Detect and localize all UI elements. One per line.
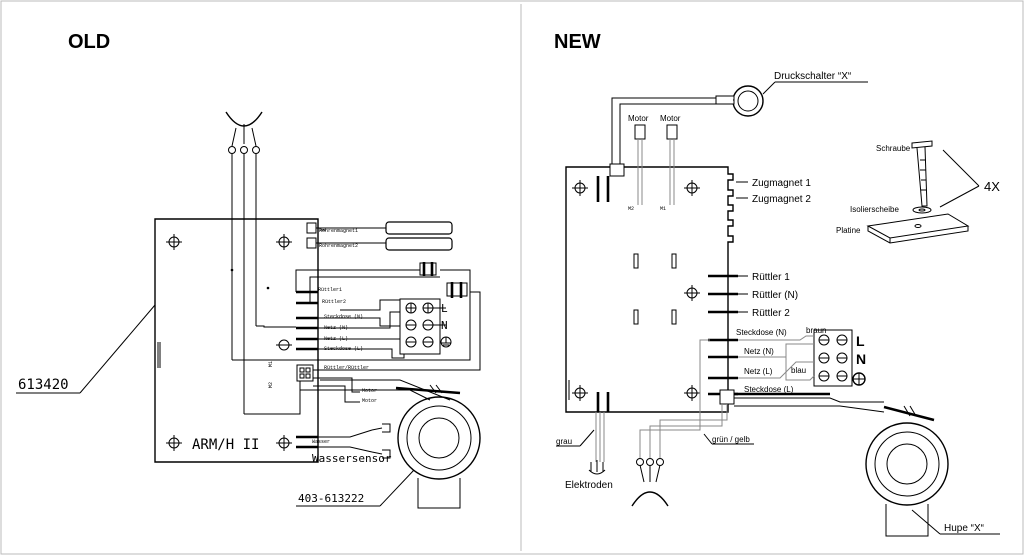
screw-terminal-icon — [836, 334, 848, 346]
mounting-hole-icon — [276, 234, 292, 250]
old-heading: OLD — [68, 31, 110, 53]
svg-text:M2: M2 — [268, 382, 274, 388]
label-grau: grau — [556, 437, 572, 446]
old-label-403: 403-613222 — [298, 492, 364, 505]
old-terminal-L: L — [441, 302, 448, 315]
svg-text:Motor: Motor — [660, 114, 681, 123]
label-netz-l: Netz (L) — [744, 367, 773, 376]
new-pressure-switch: Druckschalter “X“ — [611, 71, 868, 164]
svg-text:Motor: Motor — [362, 398, 377, 404]
screw-terminal-icon — [405, 336, 417, 348]
screw-terminal-icon — [422, 302, 434, 314]
mounting-hole-icon — [276, 435, 292, 451]
mounting-hole-icon — [572, 385, 588, 401]
new-motor-symbol — [631, 458, 669, 507]
new-motor-connectors: Motor Motor M2 M1 — [628, 114, 681, 212]
svg-text:Motor: Motor — [628, 114, 649, 123]
old-relay-components — [419, 262, 468, 298]
new-heading: NEW — [554, 31, 601, 53]
svg-text:Motor: Motor — [362, 388, 377, 394]
new-power-terminal-block: L N braun blau — [791, 326, 866, 387]
svg-text:Steckdose (N): Steckdose (N) — [324, 314, 363, 320]
label-braun: braun — [806, 326, 826, 335]
label-schraube: Schraube — [876, 144, 911, 153]
label-4x: 4X — [984, 179, 1000, 194]
new-pcb-labels: Zugmagnet 1 Zugmagnet 2 Rüttler 1 Rüttle… — [708, 178, 811, 396]
new-electrodes: Elektroden — [565, 460, 613, 491]
old-terminal-strip: Rüttler1 Rüttler2 Steckdose (N) Netz (N)… — [268, 287, 377, 449]
old-panel: OLD — [16, 31, 481, 509]
label-druckschalter: Druckschalter “X“ — [774, 71, 851, 82]
old-rohrmagnet-connectors: Rohrenmagnet1 Rohrenmagnet2 — [306, 221, 453, 251]
old-label-613420: 613420 — [18, 377, 69, 393]
old-power-terminal-block: L N — [399, 298, 452, 355]
label-netz-n: Netz (N) — [744, 347, 774, 356]
new-terminal-N: N — [856, 351, 866, 367]
screw-terminal-icon — [405, 319, 417, 331]
new-terminal-L: L — [856, 333, 865, 349]
ground-icon — [852, 372, 866, 386]
mounting-hole-icon — [166, 234, 182, 250]
mounting-hole-icon — [684, 385, 700, 401]
label-ruettler1: Rüttler 1 — [752, 272, 790, 283]
mounting-hole-icon — [572, 180, 588, 196]
screw-terminal-icon — [836, 370, 848, 382]
screw-terminal-icon — [818, 370, 830, 382]
coil-rohrmagnet1 — [385, 221, 453, 235]
old-label-wassersensor: Wassersensor — [312, 452, 392, 465]
new-wiring: grün / gelb grau — [556, 335, 885, 462]
old-water-sensor: Wassersensor — [312, 423, 392, 465]
screw-terminal-icon — [405, 302, 417, 314]
svg-text:Rüttler/Rüttler: Rüttler/Rüttler — [324, 365, 369, 371]
old-part-labels: 613420 403-613222 — [16, 304, 415, 507]
label-platine: Platine — [836, 226, 861, 235]
mounting-hole-icon — [684, 285, 700, 301]
label-blau: blau — [791, 366, 806, 375]
svg-text:Rohrenmagnet2: Rohrenmagnet2 — [319, 243, 358, 249]
old-motor-symbol — [225, 111, 263, 414]
label-elektroden: Elektroden — [565, 480, 613, 491]
label-steckdose-n: Steckdose (N) — [736, 328, 787, 337]
old-terminal-N: N — [441, 319, 448, 332]
new-panel: NEW Druckschalter “X“ — [554, 31, 1000, 537]
mounting-hole-icon — [166, 435, 182, 451]
label-hupe: Hupe “X“ — [944, 523, 984, 534]
new-screw-detail: Schraube Isolierscheibe Platine 4X — [836, 140, 1000, 244]
label-steckdose-l: Steckdose (L) — [744, 385, 794, 394]
label-ruettler2: Rüttler 2 — [752, 308, 790, 319]
svg-text:Rüttler1: Rüttler1 — [318, 287, 342, 293]
screw-terminal-icon — [422, 336, 434, 348]
old-horn-motor — [395, 384, 481, 509]
svg-text:M2: M2 — [628, 206, 634, 212]
coil-rohrmagnet2 — [385, 237, 453, 251]
ground-icon — [440, 336, 452, 348]
svg-text:Rohrenmagnet1: Rohrenmagnet1 — [319, 228, 358, 234]
screw-terminal-icon — [836, 352, 848, 364]
svg-text:M1: M1 — [660, 206, 666, 212]
label-gruen-gelb: grün / gelb — [712, 435, 750, 444]
mounting-hole-icon — [684, 180, 700, 196]
label-ruettler-n: Rüttler (N) — [752, 290, 798, 301]
label-zugmagnet1: Zugmagnet 1 — [752, 178, 811, 189]
label-isolierscheibe: Isolierscheibe — [850, 205, 899, 214]
label-zugmagnet2: Zugmagnet 2 — [752, 194, 811, 205]
old-pcb-board: ARM/H II — [154, 218, 319, 463]
screw-terminal-icon — [818, 352, 830, 364]
svg-text:Wasser: Wasser — [312, 439, 330, 445]
old-wiring — [232, 263, 481, 453]
old-label-armh: ARM/H II — [192, 437, 259, 453]
svg-text:Rüttler2: Rüttler2 — [322, 299, 346, 305]
new-horn: Hupe “X“ — [865, 405, 1000, 537]
new-pcb-board — [565, 163, 734, 413]
svg-text:M1: M1 — [268, 361, 274, 367]
screw-terminal-icon — [818, 334, 830, 346]
